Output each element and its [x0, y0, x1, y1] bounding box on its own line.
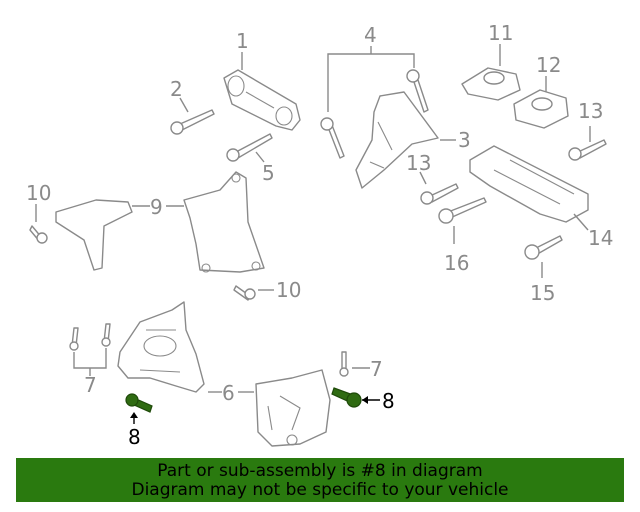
part-8-bolt-left — [125, 393, 153, 413]
part-14-crossmember — [469, 145, 589, 223]
part-13-bolt-right — [568, 139, 607, 161]
callout-14: 14 — [588, 226, 613, 250]
part-2-bolt — [170, 109, 215, 135]
part-7-bolts-left — [69, 323, 111, 351]
part-11-mount — [461, 67, 521, 101]
callout-7-right: 7 — [370, 357, 383, 381]
parts-diagram: 1 2 5 4 3 11 12 — [26, 21, 613, 449]
part-4-bolts — [320, 69, 429, 159]
part-engine-mount — [117, 301, 205, 393]
callout-6: 6 — [222, 381, 235, 405]
callout-7-left: 7 — [84, 373, 97, 397]
callout-4: 4 — [364, 23, 377, 47]
callout-11: 11 — [488, 21, 513, 45]
callout-3: 3 — [458, 128, 471, 152]
arrowhead-8-right — [362, 396, 368, 404]
callout-9: 9 — [150, 195, 163, 219]
part-1-torque-rod — [223, 69, 301, 131]
callout-1: 1 — [236, 29, 249, 53]
leader-2 — [179, 97, 189, 113]
callout-2: 2 — [170, 77, 183, 101]
callout-13-left: 13 — [406, 151, 431, 175]
part-5-bolt — [226, 133, 273, 162]
callout-10-mid: 10 — [276, 278, 301, 302]
callout-13-right: 13 — [578, 99, 603, 123]
part-engine-mount-right — [255, 369, 331, 447]
leader-7-left — [73, 348, 107, 369]
leader-13-left — [419, 171, 427, 185]
callout-8-left: 8 — [128, 425, 141, 449]
part-3-bracket — [355, 91, 439, 189]
callout-12: 12 — [536, 53, 561, 77]
callout-8-right: 8 — [382, 389, 395, 413]
arrowhead-8-left — [130, 412, 138, 418]
part-13-bolt-left — [420, 183, 459, 205]
part-7-bolt-right — [339, 351, 349, 377]
banner-line-1: Part or sub-assembly is #8 in diagram — [157, 461, 483, 481]
leader-5 — [255, 151, 265, 163]
leader-14 — [573, 213, 589, 231]
callout-5: 5 — [262, 161, 275, 185]
part-16-bolt — [438, 197, 487, 224]
part-9-bracket-left — [55, 199, 133, 271]
part-9-bracket-right — [183, 171, 265, 273]
part-8-bolt-right — [331, 387, 362, 408]
part-10-bolt-left — [29, 225, 48, 244]
callout-16: 16 — [444, 251, 469, 275]
part-15-bolt — [524, 235, 563, 260]
banner-line-2: Diagram may not be specific to your vehi… — [131, 480, 509, 500]
info-banner: Part or sub-assembly is #8 in diagram Di… — [16, 458, 624, 502]
callout-15: 15 — [530, 281, 555, 305]
part-10-bolt-mid — [233, 285, 256, 301]
callout-10-left: 10 — [26, 181, 51, 205]
part-12-mount — [513, 89, 569, 129]
